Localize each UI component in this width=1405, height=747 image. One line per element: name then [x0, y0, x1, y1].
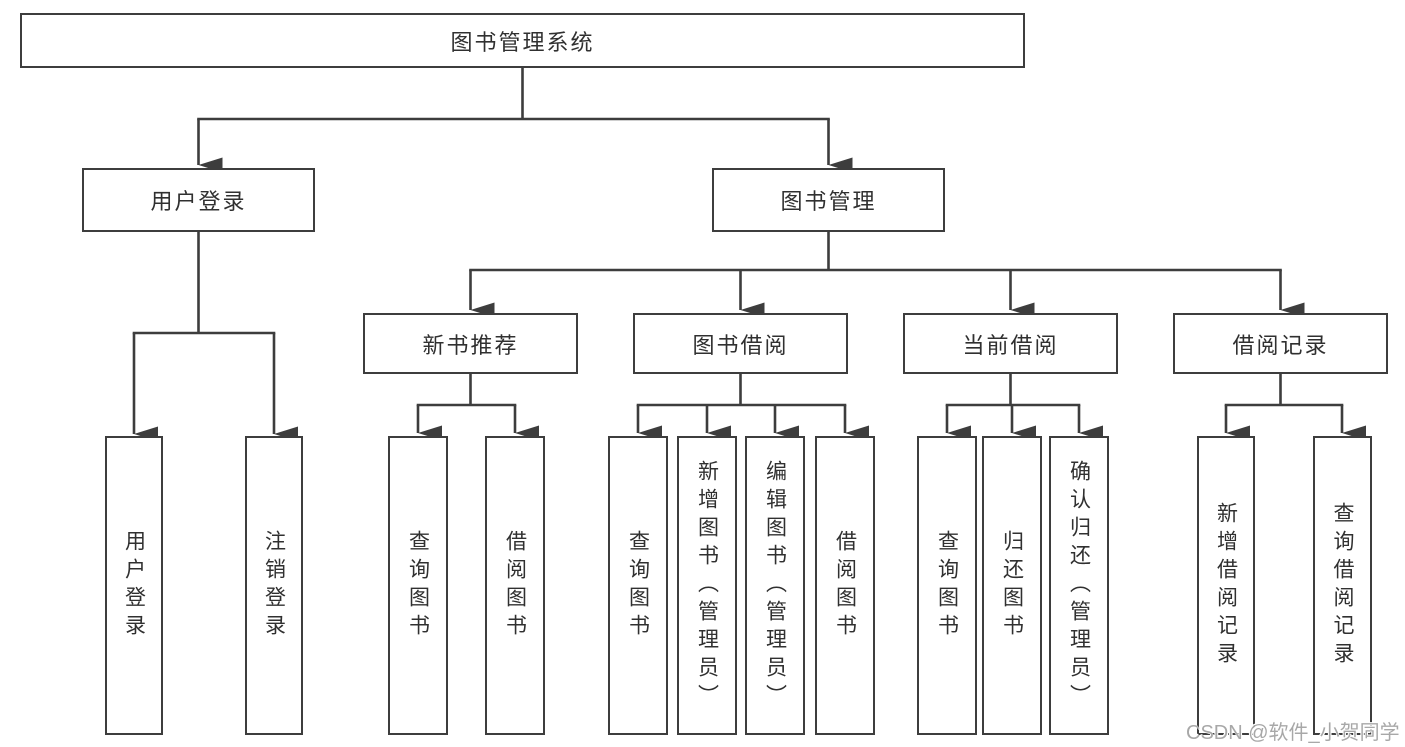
leaf-br-query-borrow-record: 查询借阅记录: [1313, 436, 1372, 735]
leaf-cb-query-books: 查询图书: [917, 436, 977, 735]
leaf-cb-confirm-return-admin: 确认归还（管理员）: [1049, 436, 1109, 735]
leaf-label: 借阅图书: [833, 529, 857, 642]
leaf-br-add-borrow-record: 新增借阅记录: [1197, 436, 1255, 735]
leaf-label: 查询图书: [935, 529, 959, 642]
leaf-label: 编辑图书（管理员）: [763, 459, 787, 712]
node-book-borrowing: 图书借阅: [633, 313, 848, 374]
leaf-label: 查询图书: [626, 529, 650, 642]
leaf-bb-add-books-admin: 新增图书（管理员）: [677, 436, 737, 735]
trunk-lines: [132, 66, 1344, 407]
leaf-label: 注销登录: [262, 529, 286, 642]
node-library-management-system: 图书管理系统: [20, 13, 1025, 68]
leaf-label: 新增借阅记录: [1214, 501, 1238, 670]
leaf-nbr-query-books: 查询图书: [388, 436, 448, 735]
leaf-bb-edit-books-admin: 编辑图书（管理员）: [745, 436, 805, 735]
node-new-book-recommend: 新书推荐: [363, 313, 578, 374]
watermark-text: CSDN @软件_小贺同学: [1186, 722, 1400, 744]
node-label: 当前借阅: [962, 332, 1059, 358]
leaf-logout: 注销登录: [245, 436, 303, 735]
leaf-bb-query-books: 查询图书: [608, 436, 668, 735]
leaf-nbr-borrow-books: 借阅图书: [485, 436, 545, 735]
leaf-label: 确认归还（管理员）: [1067, 459, 1091, 712]
node-borrowing-records: 借阅记录: [1173, 313, 1388, 374]
node-book-management: 图书管理: [712, 168, 945, 232]
node-label: 图书管理系统: [450, 29, 595, 55]
node-label: 用户登录: [150, 189, 247, 214]
leaf-label: 查询借阅记录: [1331, 501, 1354, 670]
node-label: 新书推荐: [422, 332, 519, 358]
node-label: 图书借阅: [692, 332, 789, 358]
leaf-bb-borrow-books: 借阅图书: [815, 436, 875, 735]
leaf-label: 新增图书（管理员）: [695, 459, 719, 712]
leaf-cb-return-books: 归还图书: [982, 436, 1042, 735]
node-current-borrowing: 当前借阅: [903, 313, 1118, 374]
leaf-label: 用户登录: [122, 529, 146, 642]
node-user-login: 用户登录: [82, 168, 315, 232]
leaf-label: 查询图书: [406, 529, 430, 642]
node-label: 图书管理: [780, 189, 877, 214]
leaf-user-login: 用户登录: [105, 436, 163, 735]
leaf-label: 借阅图书: [503, 529, 527, 642]
node-label: 借阅记录: [1232, 332, 1329, 358]
leaf-label: 归还图书: [1000, 529, 1024, 642]
